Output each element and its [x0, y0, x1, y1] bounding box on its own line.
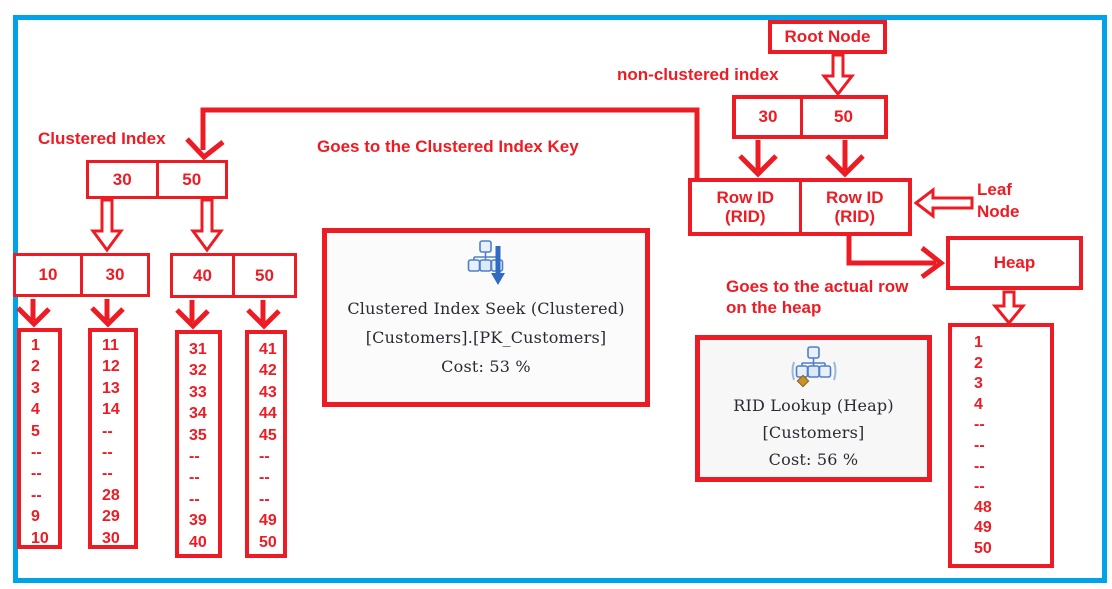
list-item: 14 — [102, 401, 120, 419]
list-item: -- — [31, 465, 42, 483]
list-item: 3 — [31, 379, 40, 397]
list-item: -- — [102, 443, 113, 461]
rowid-cell-right: Row ID (RID) — [798, 182, 909, 232]
list-item: 40 — [189, 533, 207, 551]
list-item: 2 — [974, 354, 983, 372]
child-key-50: 50 — [232, 256, 294, 295]
list-item: 42 — [259, 362, 277, 380]
rowid-left-line2: (RID) — [724, 207, 766, 226]
heap-box: Heap — [946, 236, 1083, 290]
heap-rows-column: 1 2 3 4 -- -- -- -- 48 49 50 — [948, 323, 1054, 568]
plan-object: [Customers].[PK_Customers] — [365, 328, 607, 347]
rowid-right-line2: (RID) — [834, 207, 876, 226]
list-item: -- — [31, 486, 42, 504]
nc-key-50: 50 — [800, 99, 884, 135]
list-item: 4 — [31, 401, 40, 419]
rid-lookup-icon — [791, 346, 836, 388]
list-item: 50 — [259, 533, 277, 551]
list-item: 11 — [102, 337, 119, 354]
list-item: 44 — [259, 405, 277, 423]
list-item: -- — [974, 457, 985, 475]
rowid-right-line1: Row ID — [825, 188, 884, 207]
leaf-column-2: 11 12 13 14 -- -- -- 28 29 30 — [88, 328, 138, 549]
leaf-column-4: 41 42 43 44 45 -- -- -- 49 50 — [245, 330, 287, 558]
list-item: -- — [189, 469, 200, 487]
leaf-node-label: Leaf Node — [977, 179, 1020, 223]
list-item: 43 — [259, 383, 277, 401]
clustered-root-key-50: 50 — [155, 163, 226, 196]
list-item: -- — [102, 465, 113, 483]
list-item: 48 — [974, 498, 992, 516]
clustered-child-left: 10 30 — [13, 253, 150, 297]
goes-to-clustered-key-label: Goes to the Clustered Index Key — [317, 137, 579, 156]
plan-cost: Cost: 53 % — [441, 357, 531, 376]
list-item: 1 — [31, 337, 40, 354]
child-key-10: 10 — [38, 265, 58, 284]
list-item: 4 — [974, 395, 983, 413]
clustered-index-seek-icon — [467, 240, 505, 285]
list-item: -- — [102, 422, 113, 440]
list-item: -- — [974, 436, 985, 454]
list-item: 41 — [259, 341, 277, 358]
list-item: 12 — [102, 358, 120, 376]
list-item: 13 — [102, 379, 120, 397]
plan-title: Clustered Index Seek (Clustered) — [347, 299, 625, 318]
list-item: 35 — [189, 426, 207, 444]
clustered-index-label: Clustered Index — [38, 129, 166, 148]
goes-to-actual-row-label: Goes to the actual row on the heap — [726, 276, 908, 318]
list-item: 33 — [189, 383, 207, 401]
list-item: 9 — [31, 508, 40, 526]
list-item: 2 — [31, 358, 40, 376]
list-item: -- — [31, 443, 42, 461]
plan-object: [Customers] — [762, 423, 865, 442]
list-item: 5 — [31, 422, 40, 440]
list-item: -- — [259, 447, 270, 465]
clustered-index-seek-node: Clustered Index Seek (Clustered) [Custom… — [322, 228, 650, 407]
list-item: 39 — [189, 512, 207, 530]
leaf-column-3: 31 32 33 34 35 -- -- -- 39 40 — [175, 330, 222, 558]
list-item: 3 — [974, 375, 983, 393]
clustered-root-node: 30 50 — [86, 160, 228, 199]
list-item: -- — [189, 447, 200, 465]
leaf-node-line2: Node — [977, 202, 1020, 221]
nonclustered-node: 30 50 — [732, 95, 888, 139]
child-key-40: 40 — [193, 265, 212, 285]
list-item: 30 — [102, 529, 120, 547]
nc-key-30: 30 — [758, 107, 778, 126]
goes-to-actual-row-line1: Goes to the actual row — [726, 277, 909, 296]
leaf-column-1: 1 2 3 4 5 -- -- -- 9 10 — [17, 328, 62, 549]
list-item: 50 — [974, 539, 992, 557]
list-item: 10 — [31, 529, 49, 547]
list-item: -- — [974, 478, 985, 496]
rowid-cell-left: Row ID (RID) — [692, 182, 799, 232]
goes-to-actual-row-line2: on the heap — [726, 298, 822, 317]
list-item: 31 — [189, 341, 207, 358]
child-key-30: 30 — [80, 256, 147, 294]
rid-lookup-node: RID Lookup (Heap) [Customers] Cost: 56 % — [695, 335, 932, 482]
plan-cost: Cost: 56 % — [768, 450, 859, 469]
list-item: 49 — [259, 512, 277, 530]
list-item: 49 — [974, 519, 992, 537]
list-item: 1 — [974, 334, 983, 351]
list-item: -- — [259, 490, 270, 508]
list-item: -- — [189, 490, 200, 508]
list-item: 29 — [102, 508, 120, 526]
list-item: 32 — [189, 362, 207, 380]
list-item: 34 — [189, 405, 207, 423]
list-item: 28 — [102, 486, 120, 504]
list-item: 45 — [259, 426, 277, 444]
clustered-root-key-30: 30 — [112, 169, 132, 189]
leaf-node-line1: Leaf — [977, 180, 1012, 199]
non-clustered-index-label: non-clustered index — [617, 65, 779, 84]
clustered-child-right: 40 50 — [170, 253, 297, 298]
plan-title: RID Lookup (Heap) — [733, 396, 894, 415]
root-node-box: Root Node — [768, 20, 887, 54]
rowid-left-line1: Row ID — [716, 188, 775, 207]
list-item: -- — [259, 469, 270, 487]
outer-frame — [13, 15, 1107, 583]
rowid-leaf-box: Row ID (RID) Row ID (RID) — [688, 178, 912, 236]
list-item: -- — [974, 416, 985, 434]
